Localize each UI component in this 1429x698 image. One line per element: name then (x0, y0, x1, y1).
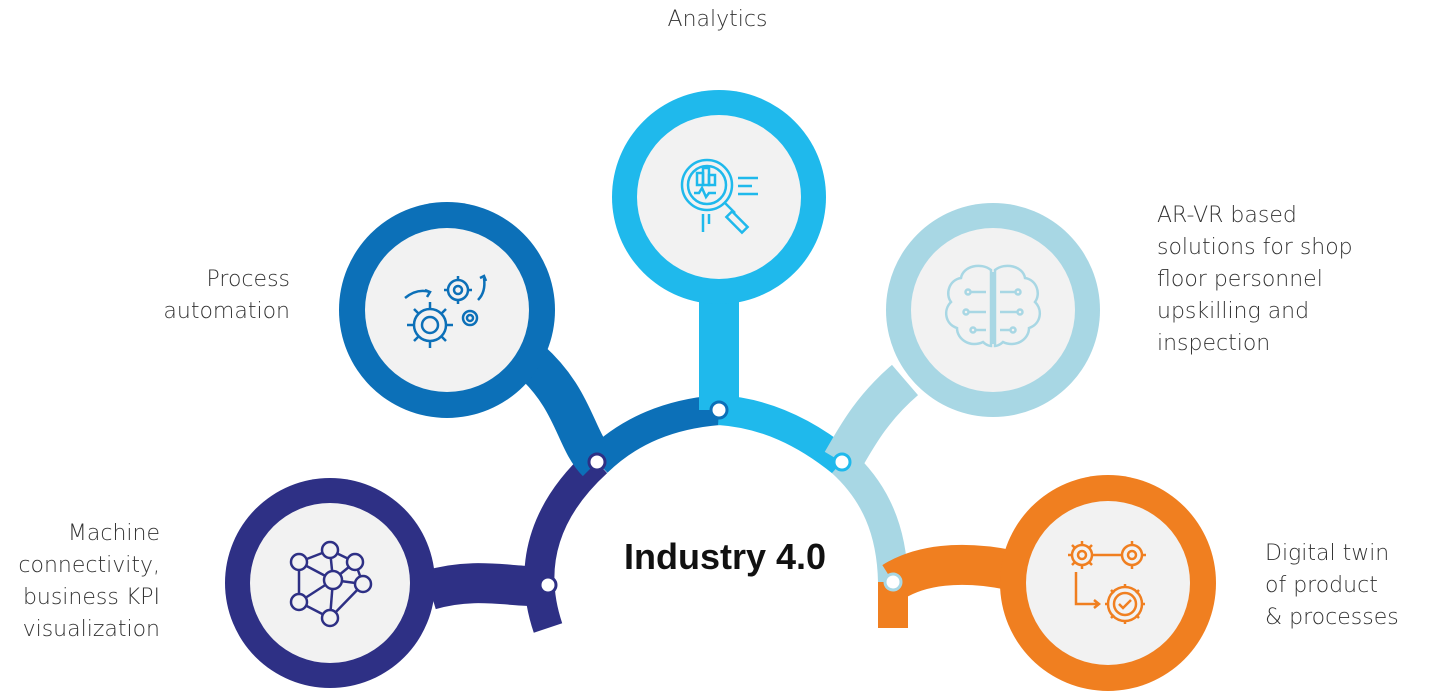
stem-digital (882, 544, 1014, 600)
label-arvr: AR-VR based solutions for shop floor per… (1157, 200, 1417, 360)
gears-icon (404, 274, 488, 348)
label-line: Analytics (667, 7, 768, 32)
node-analytics (612, 90, 826, 304)
junction-dot-machine (538, 575, 558, 595)
label-line: connectivity, (18, 553, 160, 578)
gear-check-flow-icon (1068, 541, 1146, 624)
label-analytics: Analytics (600, 4, 835, 36)
node-digital (1000, 475, 1216, 691)
label-line: & processes (1265, 605, 1399, 630)
label-line: visualization (22, 617, 160, 642)
label-line: of product (1265, 573, 1378, 598)
label-line: Machine (67, 521, 160, 546)
junction-dot-process (587, 452, 607, 472)
label-line: Digital twin (1265, 541, 1390, 566)
stem-arvr (824, 364, 919, 473)
node-process (339, 202, 555, 418)
label-line: business KPI (22, 585, 160, 610)
arc-segment-process (586, 395, 721, 473)
label-line: AR-VR based (1157, 203, 1297, 228)
junction-dot-analytics (709, 400, 729, 420)
analytics-magnifier-icon (680, 158, 758, 235)
label-line: automation (163, 299, 290, 324)
arc-segment-analytics (717, 395, 852, 474)
label-process-automation: Process automation (120, 264, 290, 328)
label-digital-twin: Digital twin of product & processes (1265, 538, 1425, 634)
center-title: Industry 4.0 (623, 536, 827, 577)
label-line: Process (206, 267, 290, 292)
stem-process (516, 345, 613, 477)
network-icon (289, 540, 373, 628)
label-machine-connectivity: Machine connectivity, business KPI visua… (0, 518, 160, 646)
junction-dot-arvr (832, 452, 852, 472)
junction-dot-digital (883, 572, 903, 592)
label-line: upskilling and (1157, 299, 1310, 324)
label-line: floor personnel (1157, 267, 1323, 292)
brain-circuit-icon (944, 264, 1042, 348)
label-line: inspection (1157, 331, 1271, 356)
label-line: solutions for shop (1157, 235, 1353, 260)
stem-machine (424, 563, 552, 610)
